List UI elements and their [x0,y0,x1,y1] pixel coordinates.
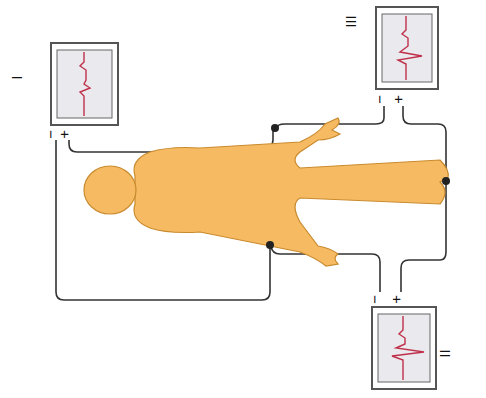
polarity-sign: − [372,95,387,104]
polarity-sign: − [43,130,58,139]
lead-number: III [343,15,358,28]
monitor-box [50,42,119,126]
polarity-sign: − [367,295,382,304]
monitor-box [375,6,439,90]
monitor-box [371,306,437,390]
lead-number: II [437,349,452,357]
electrodes [266,124,450,249]
polarity-sign: + [57,130,72,139]
polarity-sign: + [391,95,406,104]
body-figure [84,118,448,266]
lead-number: I [9,75,24,79]
polarity-sign: + [389,295,404,304]
